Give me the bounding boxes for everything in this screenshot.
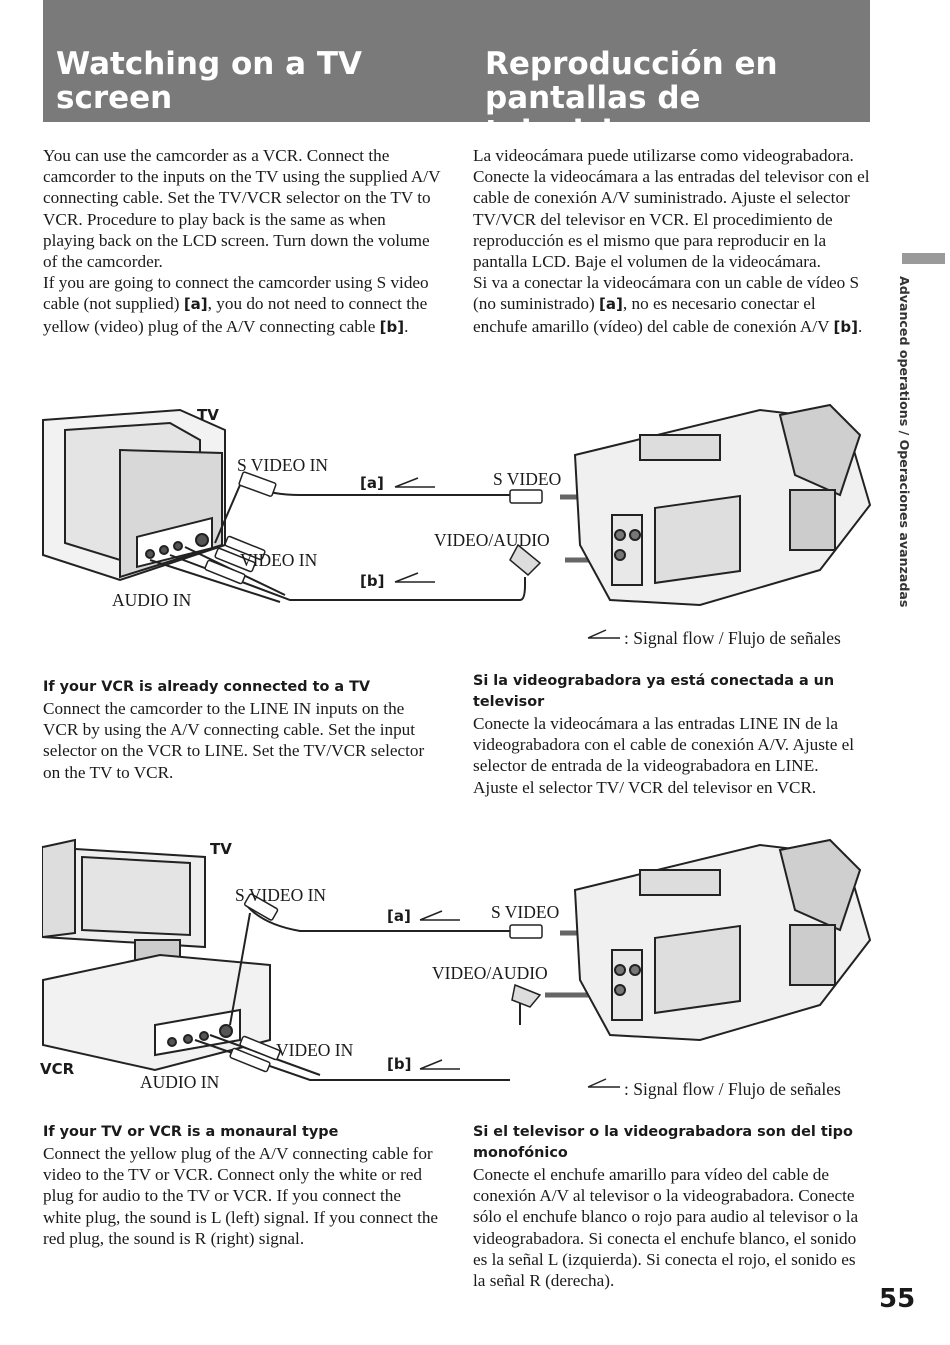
video-audio-label: VIDEO/AUDIO: [434, 530, 550, 550]
title-line: Reproducción en: [485, 46, 778, 82]
page-title-spanish: Reproducción en pantallas de televisior: [485, 47, 870, 149]
paragraph: You can use the camcorder as a VCR. Conn…: [43, 146, 441, 272]
cable-b-label: [b]: [360, 572, 385, 590]
mono-body-spanish: Conecte el enchufe amarillo para vídeo d…: [473, 1165, 859, 1291]
video-in-label: VIDEO IN: [240, 550, 318, 570]
video-audio-label: VIDEO/AUDIO: [432, 963, 548, 983]
paragraph: Si va a conectar la videocámara con un c…: [473, 272, 873, 338]
s-video-label: S VIDEO: [493, 469, 562, 489]
camcorder-illustration: [573, 838, 872, 1042]
audio-in-label: AUDIO IN: [112, 590, 192, 610]
signal-flow-legend: : Signal flow / Flujo de señales: [624, 1079, 841, 1099]
vcr-heading-english: If your VCR is already connected to a TV: [43, 679, 371, 695]
text: .: [857, 316, 863, 336]
intro-english: You can use the camcorder as a VCR. Conn…: [43, 145, 441, 338]
text: .: [404, 316, 409, 336]
text: If you are going to connect the camcorde…: [43, 273, 429, 314]
reference-a: [a]: [599, 295, 623, 314]
cable-a-label: [a]: [360, 474, 384, 492]
signal-flow-arrows: [419, 910, 620, 1088]
vcr-body-spanish: Conecte la videocámara a las entradas LI…: [473, 714, 855, 797]
camcorder-illustration: [573, 403, 872, 607]
paragraph: If you are going to connect the camcorde…: [43, 272, 441, 338]
cable-b-label: [b]: [387, 1055, 412, 1073]
s-video-label: S VIDEO: [491, 902, 560, 922]
s-video-in-label: S VIDEO IN: [237, 455, 329, 475]
section-tab-marker: [902, 253, 945, 264]
mono-heading-spanish: Si el televisor o la videograbadora son …: [473, 1124, 853, 1161]
signal-flow-arrows: [394, 477, 620, 639]
tv-illustration: [42, 838, 206, 961]
mono-heading-english: If your TV or VCR is a monaural type: [43, 1124, 339, 1140]
tv-label: TV: [210, 840, 232, 858]
vcr-body-english: Connect the camcorder to the LINE IN inp…: [43, 699, 425, 782]
tv-connection-diagram: [42, 403, 872, 639]
page-number: 55: [879, 1284, 916, 1314]
title-banner: Watching on a TV screen Reproducción en …: [43, 0, 870, 149]
plugs: [204, 471, 543, 585]
vcr-heading-spanish: Si la videograbadora ya está conectada a…: [473, 673, 835, 710]
reference-a: [a]: [183, 295, 208, 314]
vcr-label: VCR: [40, 1060, 75, 1078]
mono-body-english: Connect the yellow plug of the A/V conne…: [43, 1144, 439, 1248]
tv-vcr-connection-diagram: [42, 838, 872, 1088]
signal-flow-legend: : Signal flow / Flujo de señales: [624, 628, 841, 648]
video-in-label: VIDEO IN: [276, 1040, 354, 1060]
page-title-english: Watching on a TV screen: [56, 47, 362, 115]
tv-label: TV: [197, 406, 219, 424]
title-line: Watching on a TV: [56, 46, 362, 82]
tv-illustration: [42, 408, 226, 582]
plugs: [229, 893, 543, 1073]
text: Si va a conectar la videocámara con un c…: [473, 273, 860, 314]
reference-b: [b]: [379, 317, 405, 336]
intro-spanish: La videocámara puede utilizarse como vid…: [473, 145, 873, 338]
title-line: screen: [56, 80, 173, 116]
title-line: pantallas de televisior: [485, 80, 701, 150]
vcr-illustration: [42, 953, 271, 1072]
text: , you do not need to connect the yellow …: [43, 294, 428, 336]
reference-b: [b]: [833, 317, 858, 336]
cable-a-label: [a]: [387, 907, 411, 925]
section-sidebar-label: Advanced operations / Operaciones avanza…: [897, 276, 912, 608]
paragraph: La videocámara puede utilizarse como vid…: [473, 146, 870, 272]
text: , no es necesario conectar el enchufe am…: [473, 294, 834, 336]
s-video-in-label: S VIDEO IN: [235, 885, 327, 905]
audio-in-label: AUDIO IN: [140, 1072, 220, 1092]
